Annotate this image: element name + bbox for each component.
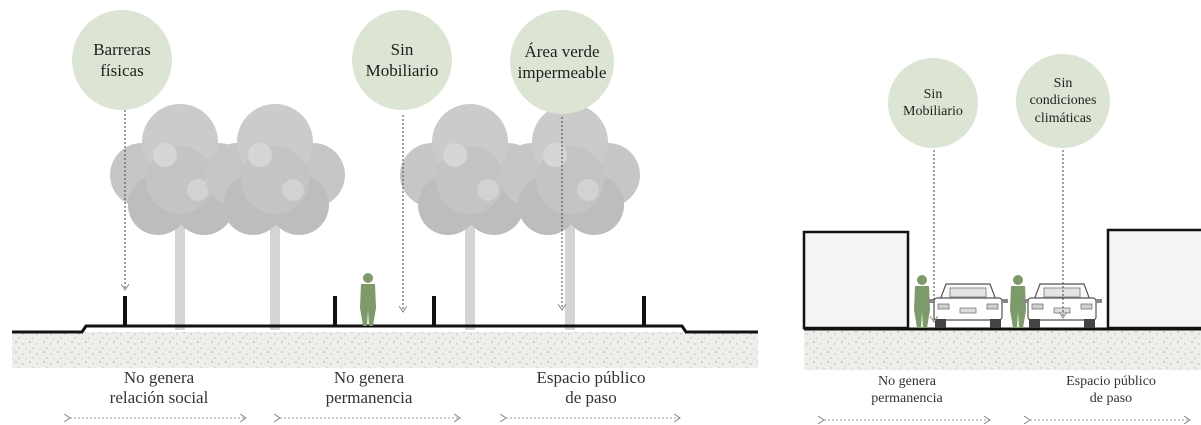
bubble-text: Sin Mobiliario <box>903 86 963 120</box>
bubble-text: Barreras físicas <box>93 39 151 80</box>
caption-espacio-publico: Espacio público de paso <box>1066 374 1156 406</box>
person-icon <box>360 273 376 326</box>
ground-line <box>12 324 758 334</box>
caption-no-genera-permanencia: No genera permanencia <box>325 368 413 408</box>
bollard <box>123 296 127 326</box>
ground-fill <box>12 332 758 368</box>
bollard <box>432 296 436 326</box>
bubble-text: Sin Mobiliario <box>365 39 439 80</box>
caption-no-genera-permanencia: No genera permanencia <box>871 374 943 406</box>
caption-espacio-publico: Espacio público de paso <box>536 368 646 408</box>
caption-no-genera-relacion: No genera relación social <box>109 368 209 408</box>
tree-icon <box>205 104 345 330</box>
label-bubble-sin-condiciones: Sin condiciones climáticas <box>1016 54 1110 148</box>
car-icon <box>1021 283 1103 329</box>
tree-icon <box>400 104 540 330</box>
bubble-text: Área verde impermeable <box>517 41 607 82</box>
left-section <box>12 98 758 418</box>
right-section <box>802 146 1201 420</box>
bollard <box>333 296 337 326</box>
label-bubble-sin-mobiliario: Sin Mobiliario <box>352 10 452 110</box>
label-bubble-area-verde: Área verde impermeable <box>510 10 614 114</box>
label-bubble-barreras: Barreras físicas <box>72 10 172 110</box>
ground-fill <box>804 330 1201 370</box>
label-bubble-sin-mobiliario: Sin Mobiliario <box>888 58 978 148</box>
building-left <box>802 230 910 330</box>
car-icon <box>927 283 1009 329</box>
tree-icon <box>500 104 640 330</box>
person-icon <box>914 275 930 328</box>
building-right <box>1106 228 1201 330</box>
bollard <box>642 296 646 326</box>
bubble-text: Sin condiciones climáticas <box>1029 75 1097 126</box>
